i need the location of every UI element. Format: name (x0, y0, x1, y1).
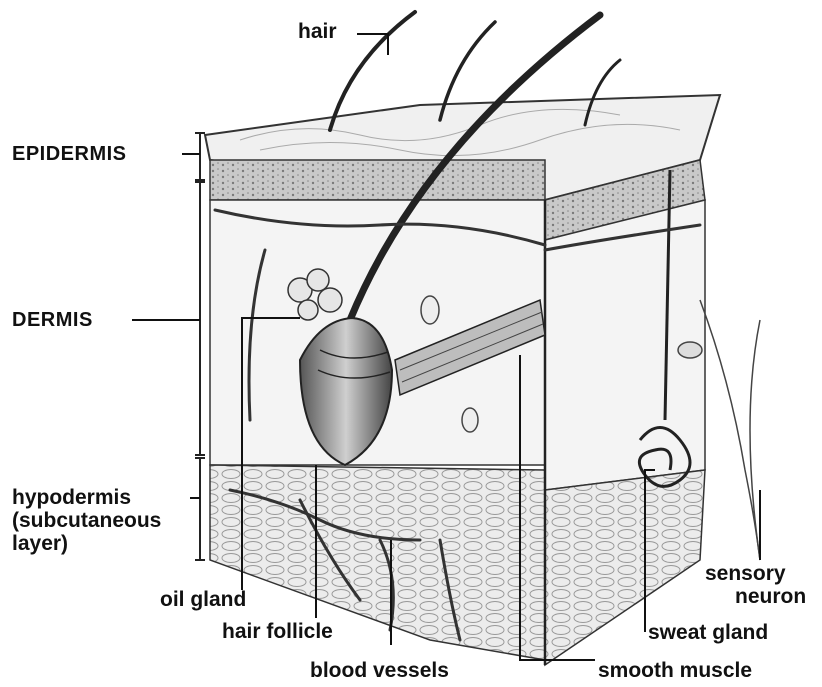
label-oil-gland: oil gland (160, 588, 246, 611)
label-dermis: DERMIS (12, 309, 93, 332)
label-hypodermis-layer: layer) (12, 532, 68, 555)
label-hypodermis: hypodermis (12, 486, 131, 509)
label-blood-vessels: blood vessels (310, 659, 449, 682)
label-hair: hair (298, 20, 337, 43)
label-sensory-neuron-1: sensory (705, 562, 786, 585)
label-smooth-muscle: smooth muscle (598, 659, 752, 682)
label-sweat-gland: sweat gland (648, 621, 768, 644)
label-hypodermis-subcutaneous: (subcutaneous (12, 509, 161, 532)
label-epidermis: EPIDERMIS (12, 143, 127, 166)
layer-brackets (195, 133, 205, 560)
label-sensory-neuron-2: neuron (735, 585, 806, 608)
label-hair-follicle: hair follicle (222, 620, 333, 643)
